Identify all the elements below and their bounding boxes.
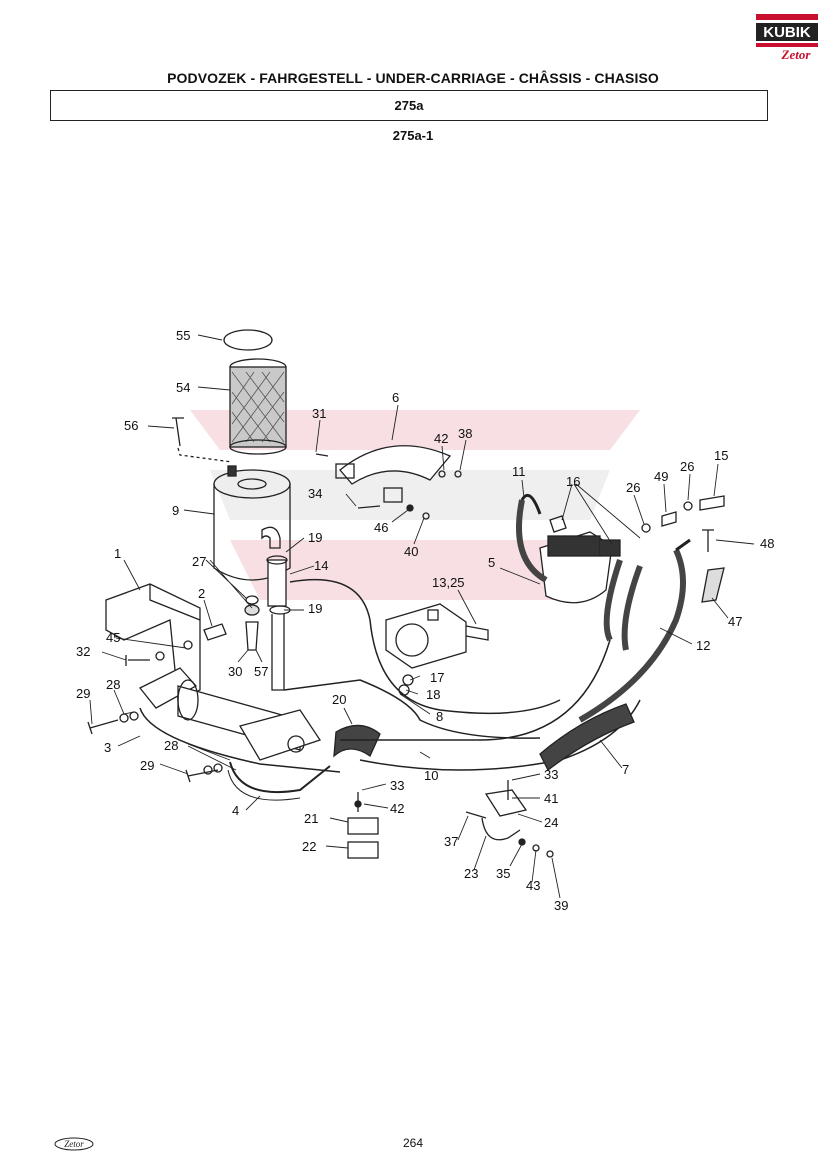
- callout-labels: 55 54 56 31 6 42 38 9 34 46 40 11 16 26 …: [76, 328, 774, 913]
- callout-17: 17: [430, 670, 444, 685]
- callout-26: 26: [626, 480, 640, 495]
- callout-4: 4: [232, 803, 239, 818]
- callout-15: 15: [714, 448, 728, 463]
- section-box: 275a: [50, 90, 768, 121]
- callout-33: 33: [390, 778, 404, 793]
- callout-35: 35: [496, 866, 510, 881]
- callout-26b: 26: [680, 459, 694, 474]
- callout-23: 23: [464, 866, 478, 881]
- callout-1: 1: [114, 546, 121, 561]
- kubik-zetor-logo: KUBIK Zetor: [756, 14, 818, 62]
- hydraulic-cylinder-part: [138, 667, 322, 761]
- callout-12: 12: [696, 638, 710, 653]
- footer-logo-text: Zetor: [64, 1139, 84, 1149]
- steering-unit-part: [539, 515, 621, 604]
- callout-20: 20: [332, 692, 346, 707]
- callout-18: 18: [426, 687, 440, 702]
- leader-lines: [89, 334, 755, 899]
- section-code: 275a: [394, 98, 424, 113]
- sub-section-code: 275a-1: [392, 128, 434, 143]
- callout-42: 42: [434, 431, 448, 446]
- callout-19: 19: [308, 530, 322, 545]
- callout-31: 31: [312, 406, 326, 421]
- callout-5: 5: [488, 555, 495, 570]
- tank-clamp-part: [335, 445, 452, 503]
- hydraulic-pump-part: [385, 603, 489, 669]
- callout-27: 27: [192, 554, 206, 569]
- callout-7: 7: [622, 762, 629, 777]
- callout-40: 40: [404, 544, 418, 559]
- callout-28b: 28: [164, 738, 178, 753]
- callout-47: 47: [728, 614, 742, 629]
- callout-57: 57: [254, 664, 268, 679]
- oil-tank-part: [213, 465, 291, 581]
- callout-13-25: 13,25: [432, 575, 465, 590]
- callout-8: 8: [436, 709, 443, 724]
- callout-14: 14: [314, 558, 328, 573]
- watermark: [190, 410, 640, 600]
- callout-54: 54: [176, 380, 190, 395]
- diagram-drawing: [87, 329, 725, 859]
- callout-32: 32: [76, 644, 90, 659]
- callout-43: 43: [526, 878, 540, 893]
- callout-55: 55: [176, 328, 190, 343]
- callout-39: 39: [554, 898, 568, 913]
- zetor-footer-logo: Zetor: [54, 1137, 94, 1151]
- callout-42b: 42: [390, 801, 404, 816]
- callout-21: 21: [304, 811, 318, 826]
- callout-2: 2: [198, 586, 205, 601]
- callout-9: 9: [172, 503, 179, 518]
- callout-34: 34: [308, 486, 322, 501]
- callout-30: 30: [228, 664, 242, 679]
- callout-46: 46: [374, 520, 388, 535]
- callout-49: 49: [654, 469, 668, 484]
- page-number: 264: [402, 1136, 424, 1150]
- callout-29b: 29: [140, 758, 154, 773]
- callout-48: 48: [760, 536, 774, 551]
- callout-22: 22: [302, 839, 316, 854]
- callout-45: 45: [106, 630, 120, 645]
- callout-10: 10: [424, 768, 438, 783]
- callout-33b: 33: [544, 767, 558, 782]
- callout-41: 41: [544, 791, 558, 806]
- logo-sub-text: Zetor: [781, 47, 812, 62]
- callout-11: 11: [512, 464, 526, 479]
- callout-16: 16: [566, 474, 580, 489]
- callout-6: 6: [392, 390, 399, 405]
- o-ring-part: [223, 329, 273, 351]
- callout-19b: 19: [308, 601, 322, 616]
- callout-28: 28: [106, 677, 120, 692]
- logo-brand-text: KUBIK: [763, 24, 811, 41]
- callout-3: 3: [104, 740, 111, 755]
- callout-56: 56: [124, 418, 138, 433]
- callout-37: 37: [444, 834, 458, 849]
- filter-cartridge-part: [229, 358, 287, 455]
- page-title: PODVOZEK - FAHRGESTELL - UNDER-CARRIAGE …: [167, 70, 659, 86]
- callout-38: 38: [458, 426, 472, 441]
- callout-24: 24: [544, 815, 558, 830]
- callout-29: 29: [76, 686, 90, 701]
